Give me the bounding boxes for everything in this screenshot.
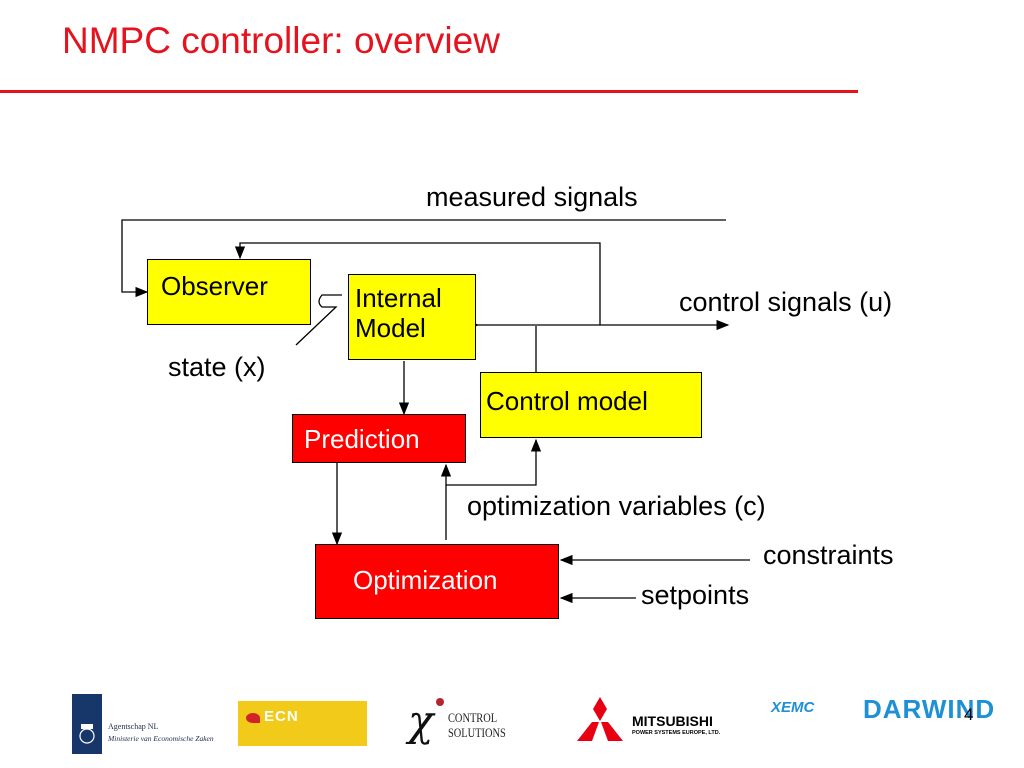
optimization-box: Optimization [315,544,559,619]
prediction-box: Prediction [292,414,466,463]
title-underline [0,90,858,93]
internal-model-label-line2: Model [355,312,426,343]
setpoints-label: setpoints [641,580,750,610]
optimization-label: Optimization [353,565,498,595]
slide-title: NMPC controller: overview [62,20,500,61]
mitsubishi-wordmark: MITSUBISHI [632,713,713,729]
page-number: 4 [964,705,974,724]
control-feedback-line [234,242,601,325]
measured-signals-label: measured signals [426,182,638,212]
ecn-logo: ECN [238,701,367,746]
control-solutions-logo: χ CONTROL SOLUTIONS [408,694,512,750]
darwind-wordmark: DARWIND [863,694,996,724]
crest-icon [72,694,102,754]
observer-label: Observer [161,271,268,301]
mitsubishi-logo: MITSUBISHI POWER SYSTEMS EUROPE, LTD. [576,696,748,742]
optimization-variables-label: optimization variables (c) [467,491,766,521]
measured-signals-line [121,219,726,298]
optimization-variables-arrow [446,438,542,486]
chi-icon: χ [408,696,434,745]
control-model-label: Control model [486,386,648,416]
mitsubishi-subtitle: POWER SYSTEMS EUROPE, LTD. [632,730,721,736]
agentschap-name: Agentschap NL [108,722,159,731]
internal-model-label-line1: Internal [355,283,442,313]
xemc-wordmark: XEMC [771,699,815,716]
internal-model-box: Internal Model [348,274,476,360]
chi-dot-icon [436,698,444,706]
constraints-label: constraints [763,540,894,570]
observer-box: Observer [147,259,311,325]
control-signals-label: control signals (u) [679,287,893,317]
agentschap-nl-logo: Agentschap NL Ministerie van Economische… [72,694,222,754]
three-diamonds-icon [577,697,623,741]
control-model-box: Control model [480,372,702,438]
prediction-label: Prediction [304,424,420,454]
xemc-darwind-logo: XEMC DARWIND [771,694,1021,730]
solutions-word: SOLUTIONS [448,725,506,740]
control-word: CONTROL [448,710,498,725]
ecn-flame-icon [246,713,260,723]
state-leader-line [295,294,342,346]
ecn-wordmark: ECN [264,708,299,725]
state-label: state (x) [168,352,266,382]
ministry-name: Ministerie van Economische Zaken [108,734,214,743]
